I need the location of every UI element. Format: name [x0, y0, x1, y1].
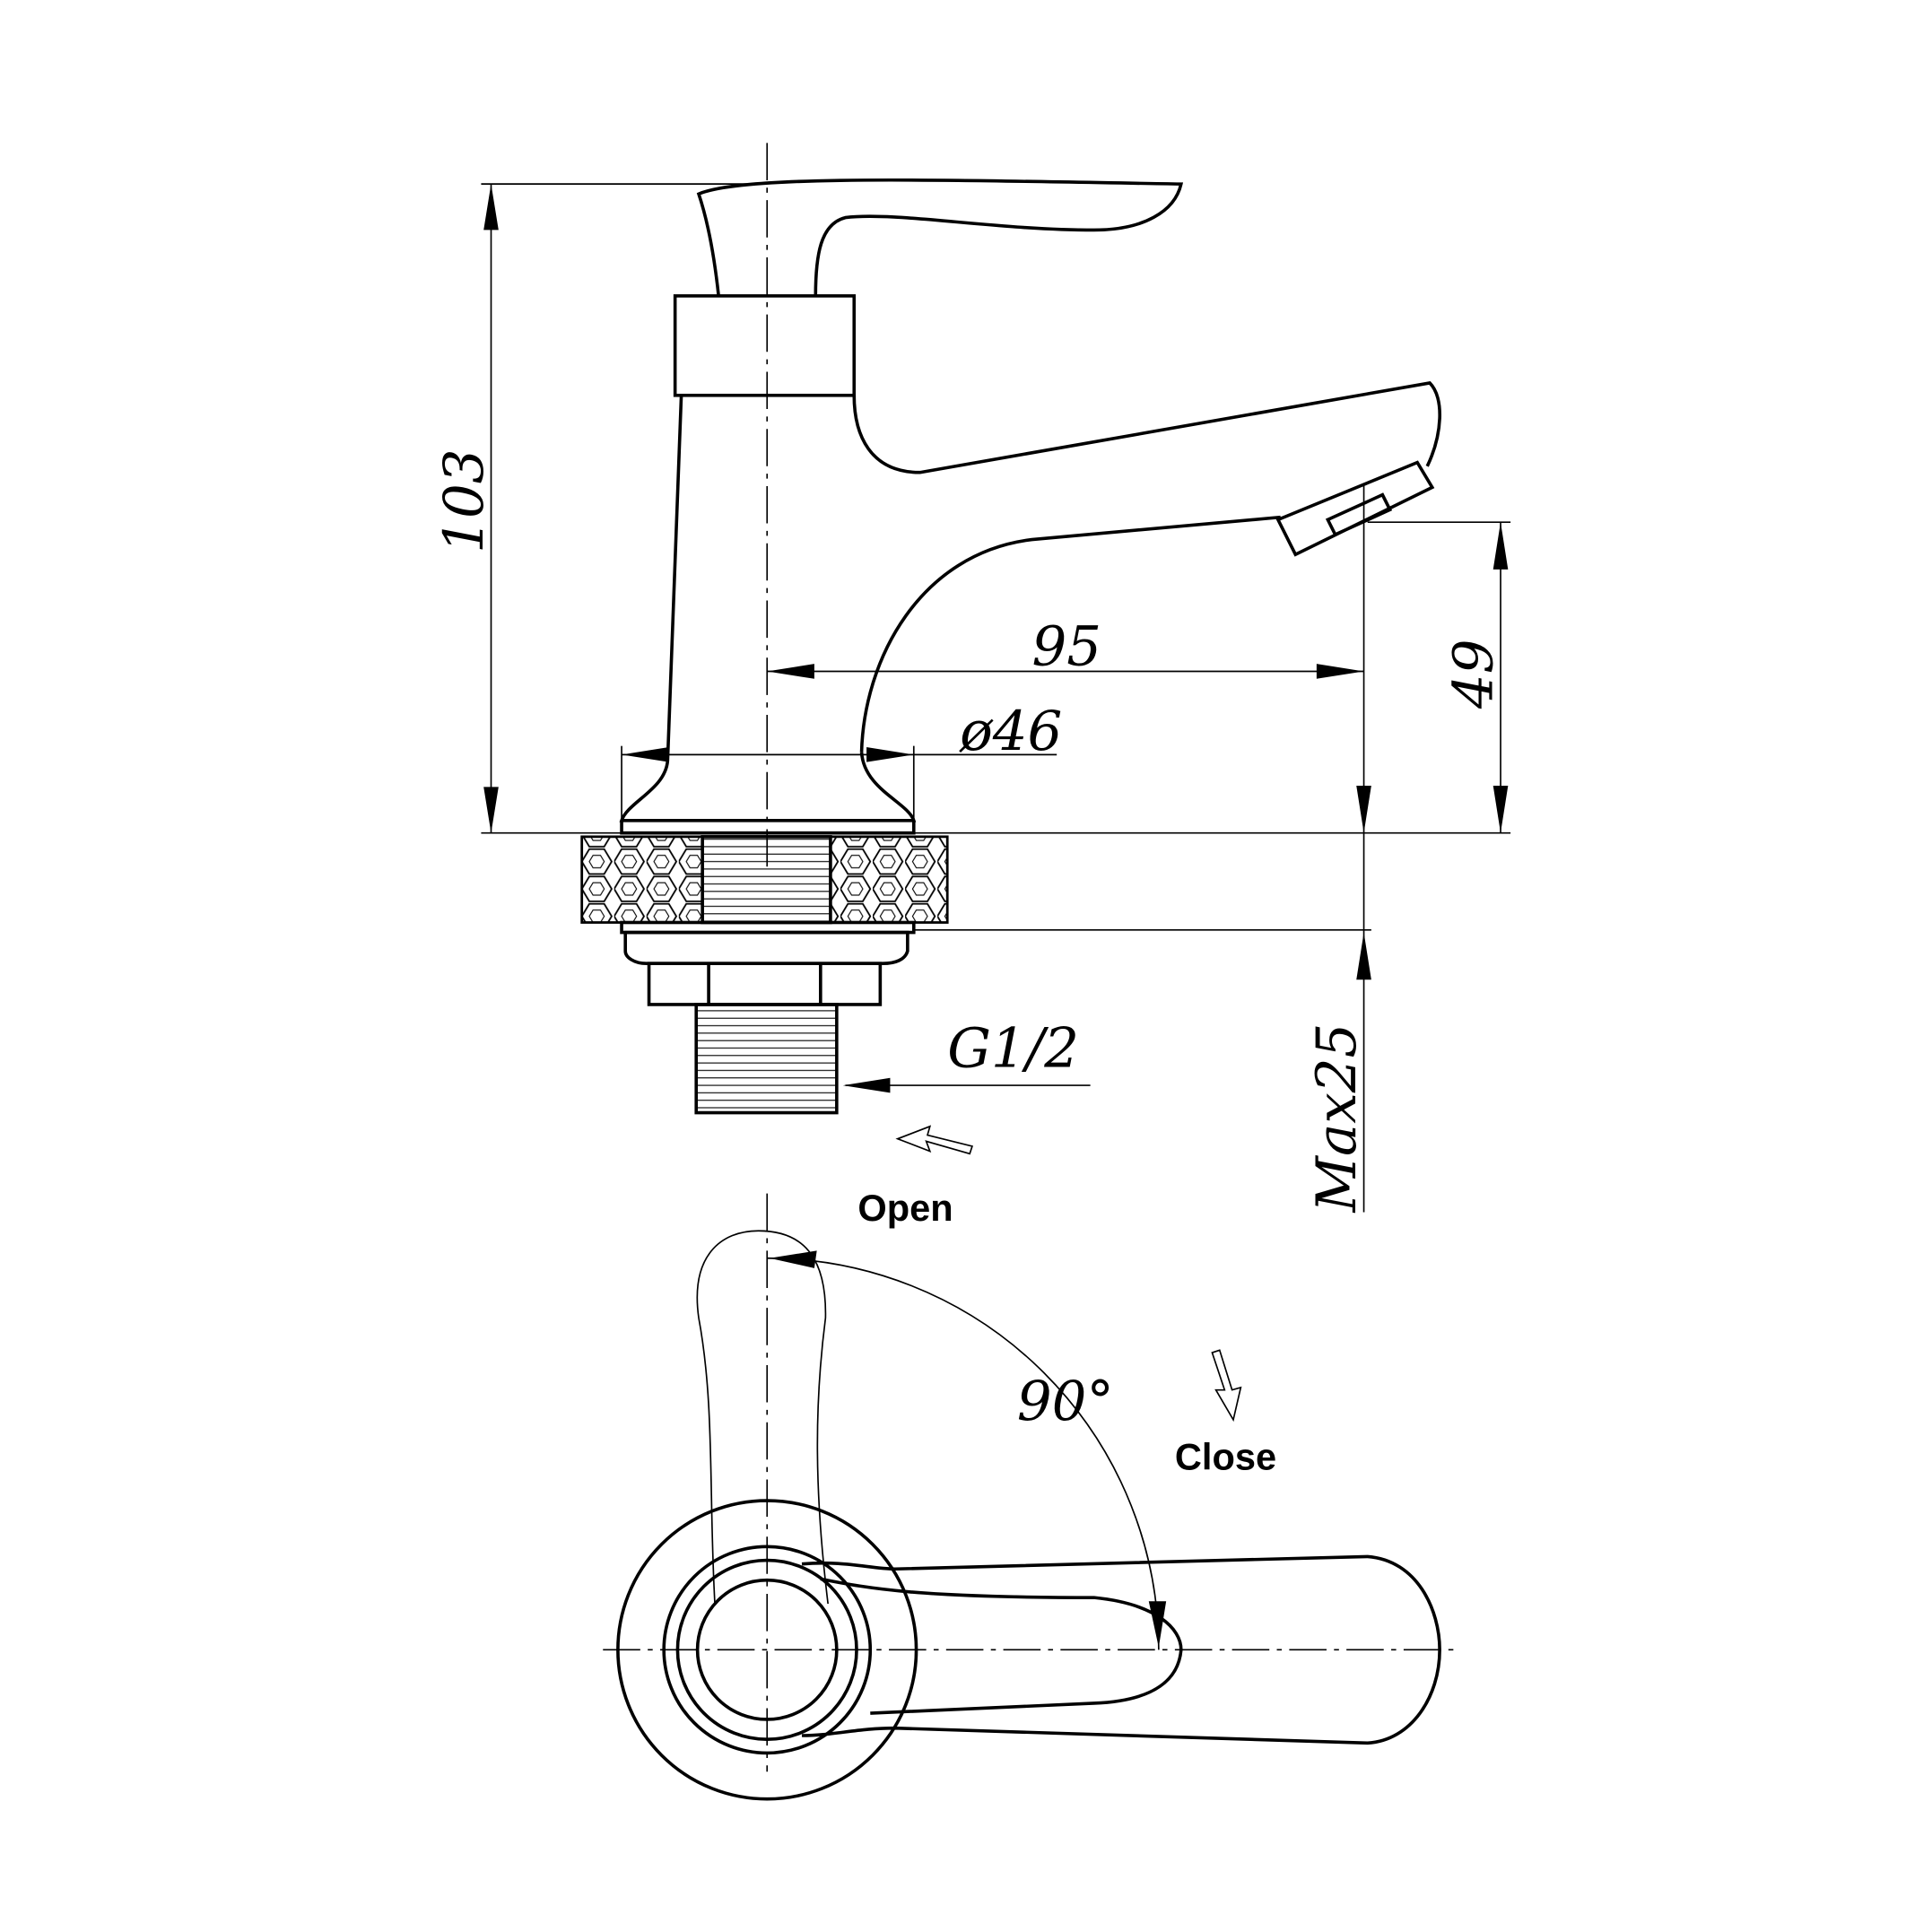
- aerator: [1275, 460, 1435, 557]
- dimension-lines: [481, 183, 1511, 1213]
- countertop-right: [829, 835, 949, 924]
- threaded-inlet: [694, 1003, 839, 1115]
- handle-closed-position: [801, 1554, 1441, 1745]
- dim-height-103: 103: [432, 448, 496, 553]
- dim-angle-90: 90°: [1017, 1370, 1114, 1433]
- dim-spout-height-49: 49: [1441, 639, 1505, 709]
- dim-max-thickness: Max25: [1305, 1023, 1369, 1214]
- dim-reach-95: 95: [1031, 615, 1101, 679]
- dim-thread: G1/2: [947, 1016, 1079, 1080]
- angle-arc: [767, 1257, 1160, 1650]
- faucet-side-view: [580, 178, 1441, 1115]
- open-label: Open: [857, 1187, 953, 1229]
- spout-underside: [859, 515, 1281, 753]
- locknut-flange: [623, 930, 909, 966]
- faucet-top-view: [616, 1230, 1441, 1801]
- lever-handle: [696, 178, 1184, 297]
- open-arrow-icon: [895, 1125, 974, 1155]
- centerlines: [603, 143, 1461, 1772]
- body-cap: [673, 294, 857, 397]
- close-label: Close: [1175, 1435, 1276, 1477]
- dim-base-diameter: ø46: [959, 700, 1062, 763]
- body: [666, 380, 1441, 761]
- handle-open-position: [696, 1230, 829, 1605]
- countertop-left: [580, 835, 704, 924]
- shank: [701, 835, 832, 925]
- close-arrow-icon: [1211, 1349, 1242, 1423]
- hex-nut: [647, 962, 883, 1006]
